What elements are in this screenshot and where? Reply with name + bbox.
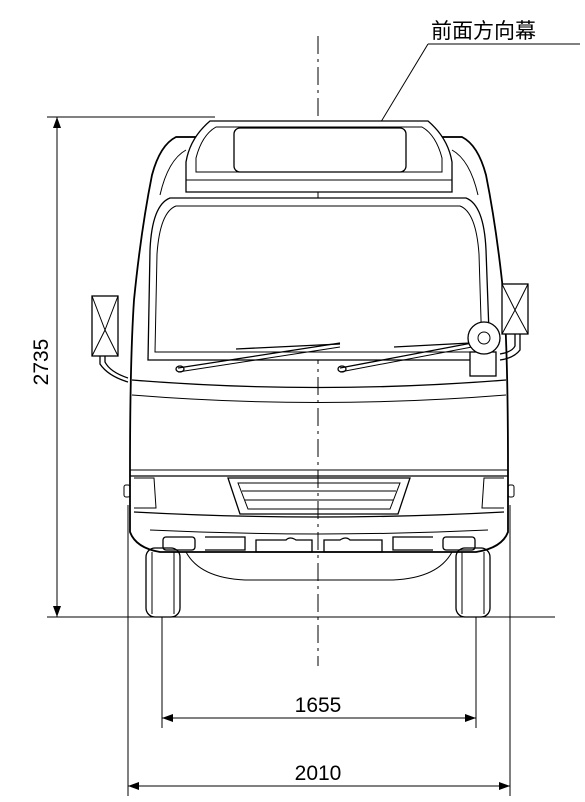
- windshield: [147, 197, 491, 361]
- overall-width-dimension: 2010: [127, 505, 511, 796]
- track-width-dimension: 1655: [161, 560, 477, 728]
- track-width-value: 1655: [295, 694, 342, 717]
- destination-sign-label: 前面方向幕: [431, 19, 536, 43]
- destination-sign-callout: 前面方向幕: [366, 19, 580, 147]
- height-dimension: 2735: [30, 116, 215, 617]
- left-mirror: [91, 295, 129, 383]
- destination-sign-housing: [185, 120, 453, 193]
- height-dimension-value: 2735: [30, 339, 53, 386]
- windshield-wipers: [175, 342, 473, 373]
- destination-sign-window: [233, 127, 407, 173]
- right-mirror: [467, 283, 529, 377]
- front-bumper: [133, 511, 505, 581]
- front-wheels: [145, 547, 491, 618]
- front-panel: [130, 379, 508, 477]
- overall-width-value: 2010: [295, 762, 342, 785]
- front-grille: [227, 477, 411, 515]
- headlights: [123, 477, 515, 509]
